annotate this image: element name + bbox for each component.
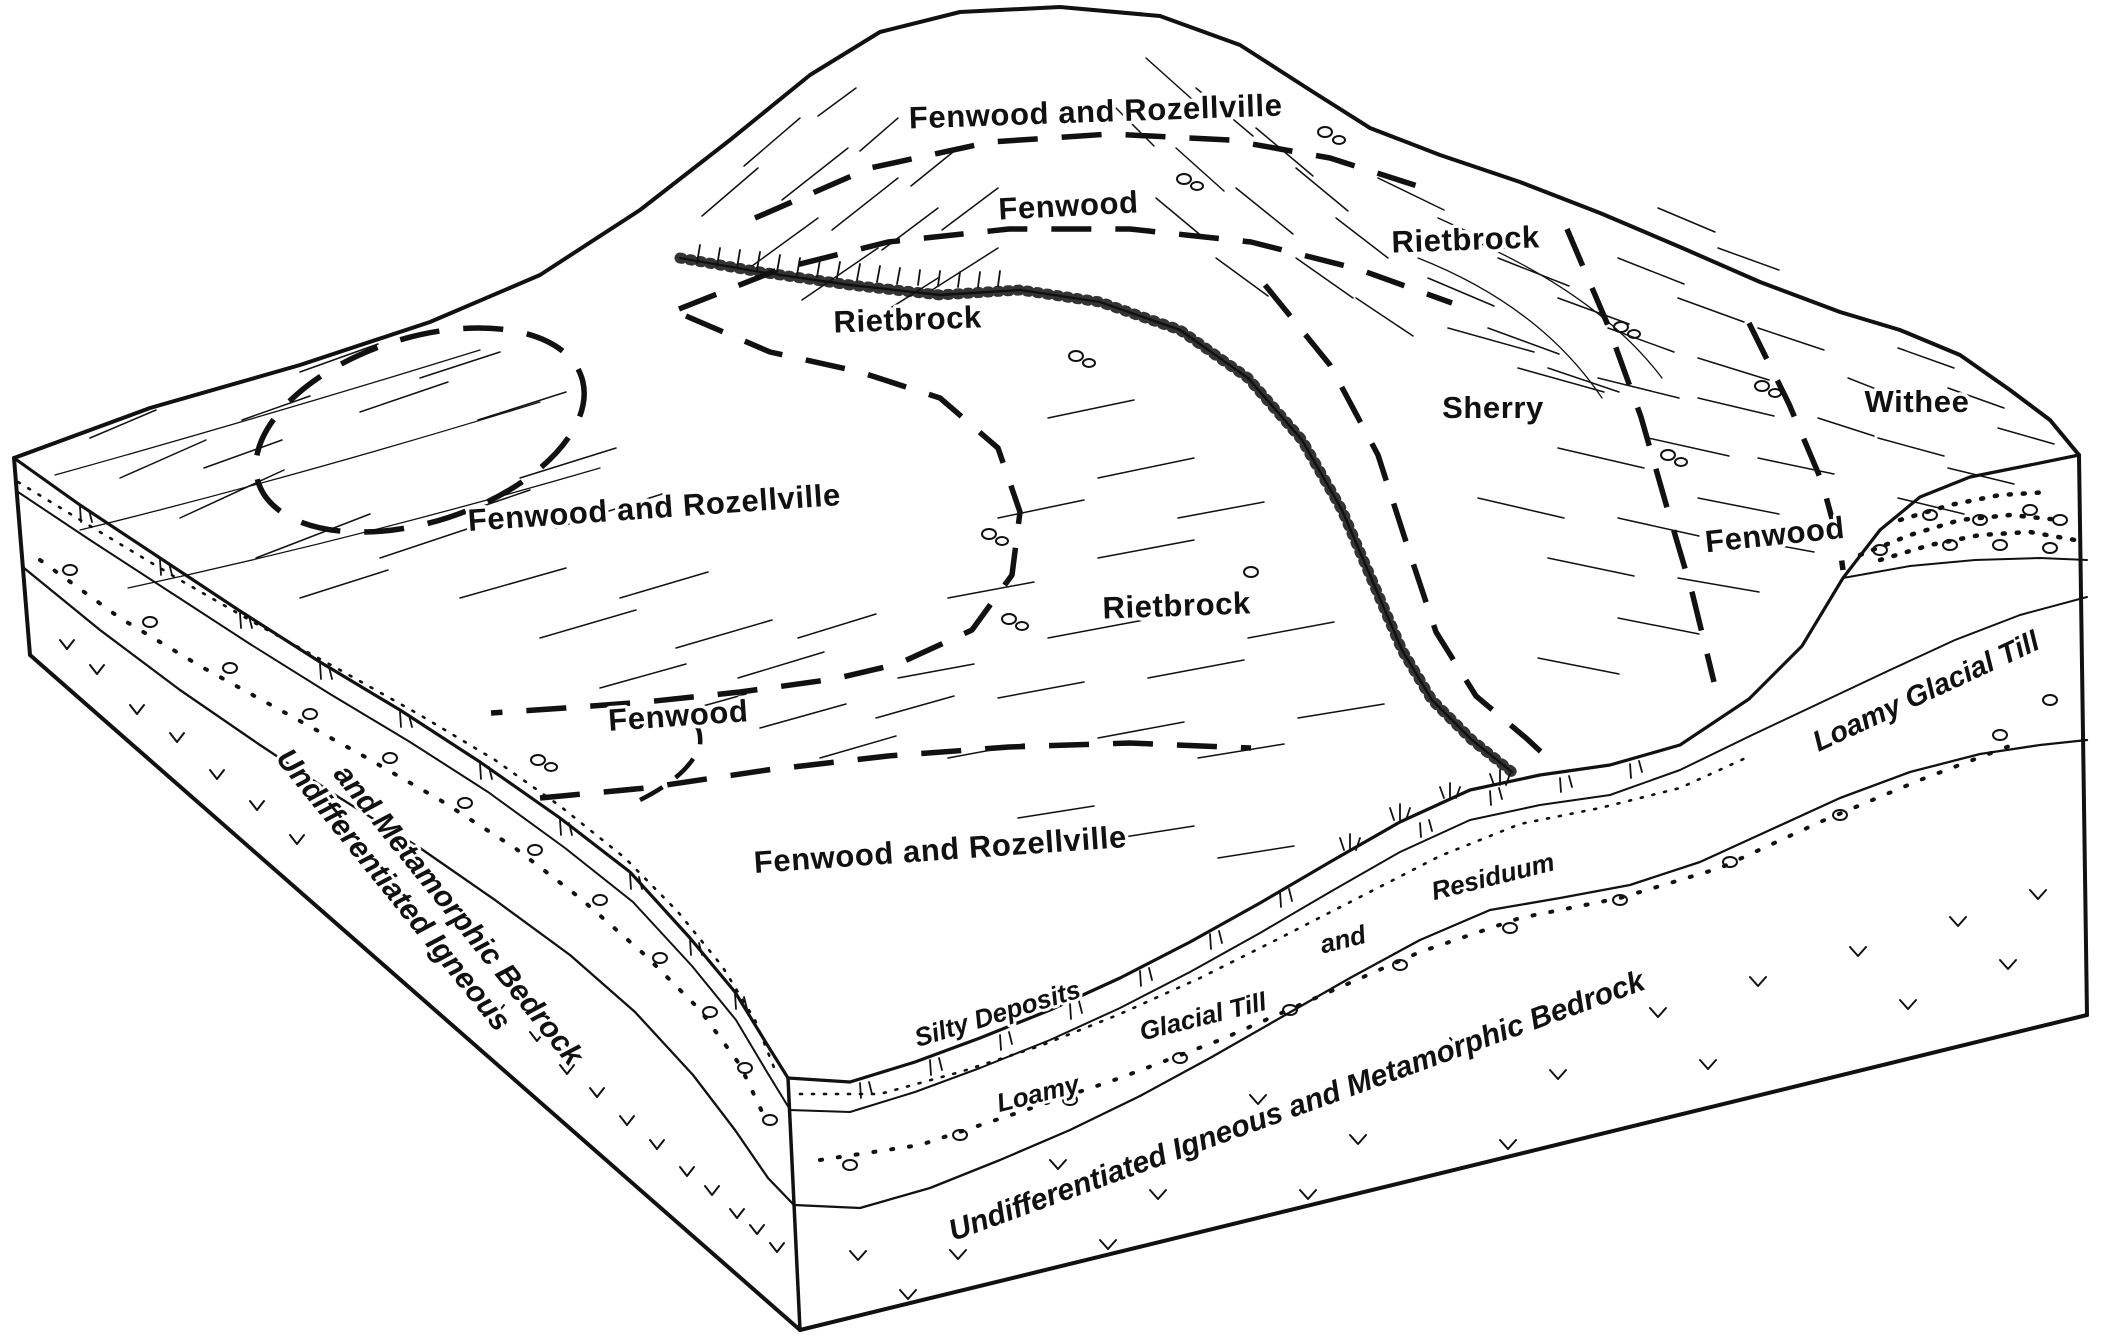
boundary-rietbrock-sherry	[1262, 283, 1554, 765]
scarp-hachure	[674, 252, 1518, 778]
label-fenwood-southwest: Fenwood	[607, 693, 749, 738]
label-silty-deposits: Silty Deposits	[911, 974, 1084, 1053]
left-silt-bottom-line	[17, 491, 790, 1109]
left-vertical-edge	[12, 456, 32, 657]
left-silt-stipple	[16, 480, 777, 1072]
map-unit-boundaries	[253, 131, 1846, 803]
left-face-crest	[12, 456, 790, 1080]
label-fenwood-north: Fenwood	[998, 184, 1140, 226]
front-bedrock-chevrons	[849, 889, 2047, 1300]
boundary-central-loop	[490, 313, 1023, 716]
label-rietbrock-northeast: Rietbrock	[1391, 219, 1541, 259]
label-rietbrock-center: Rietbrock	[1102, 585, 1252, 625]
texture-summit-flanks	[701, 57, 1414, 337]
label-sherry: Sherry	[1442, 390, 1544, 425]
surface-rock-clusters	[530, 126, 1783, 772]
stone-texture	[62, 126, 2069, 1171]
label-till-loamy: Loamy	[994, 1068, 1084, 1118]
texture-sherry	[1447, 327, 1835, 675]
right-face-till-top-line	[1842, 557, 2088, 579]
label-fenwood-rozellville-north: Fenwood and Rozellville	[908, 87, 1283, 135]
label-fenwood-rozellville-south: Fenwood and Rozellville	[753, 819, 1128, 880]
section-labels: Undifferentiated Igneous and Metamorphic…	[267, 622, 2049, 1251]
label-till-and: and	[1317, 919, 1370, 960]
front-crest-fringe	[859, 760, 1643, 1099]
texture-withee-upper-right	[1377, 177, 2055, 515]
front-till-bottom-line	[792, 738, 2089, 1210]
boundary-lower-strip	[539, 740, 1252, 801]
left-till-bottom-line	[22, 566, 796, 1207]
left-bedrock-chevrons	[59, 639, 785, 1253]
crest-fringe	[79, 506, 1643, 1099]
texture-left-hill	[89, 343, 955, 759]
label-rietbrock-upper-center: Rietbrock	[833, 299, 983, 339]
label-withee: Withee	[1865, 384, 1970, 419]
slope-texture	[54, 57, 2055, 859]
left-till-dots	[38, 558, 767, 1120]
right-vertical-edge	[2077, 453, 2089, 1017]
left-bottom-edge	[28, 653, 802, 1332]
bedrock-texture	[59, 639, 2047, 1300]
crest-grass-tufts	[1339, 769, 1511, 851]
label-till-glacial-till: Glacial Till	[1136, 986, 1270, 1047]
label-fenwood-rozellville-center: Fenwood and Rozellville	[467, 477, 842, 538]
boundary-summit-lower	[677, 226, 1453, 312]
back-crest-silhouette	[12, 5, 2081, 460]
front-bottom-edge	[798, 1013, 2089, 1332]
boundary-hook	[638, 713, 703, 803]
texture-center	[897, 399, 1385, 859]
label-till-residuum: Residuum	[1428, 847, 1557, 907]
front-silt-bottom-line	[788, 596, 2088, 1113]
scarp-line	[678, 256, 1514, 774]
boundary-sherry-fenwood	[1564, 227, 1717, 683]
label-fenwood-east: Fenwood	[1703, 510, 1846, 559]
block-outline	[12, 5, 2089, 1332]
left-till-stones	[62, 564, 779, 1126]
front-till-stones	[842, 694, 2059, 1171]
boundary-summit-upper	[753, 131, 1431, 221]
front-face-crest	[786, 453, 2081, 1084]
texture-long-curves	[54, 237, 1663, 589]
right-wedge-stones	[1872, 504, 2069, 556]
left-crest-fringe	[79, 506, 748, 1010]
stratum-lines	[17, 491, 2089, 1210]
